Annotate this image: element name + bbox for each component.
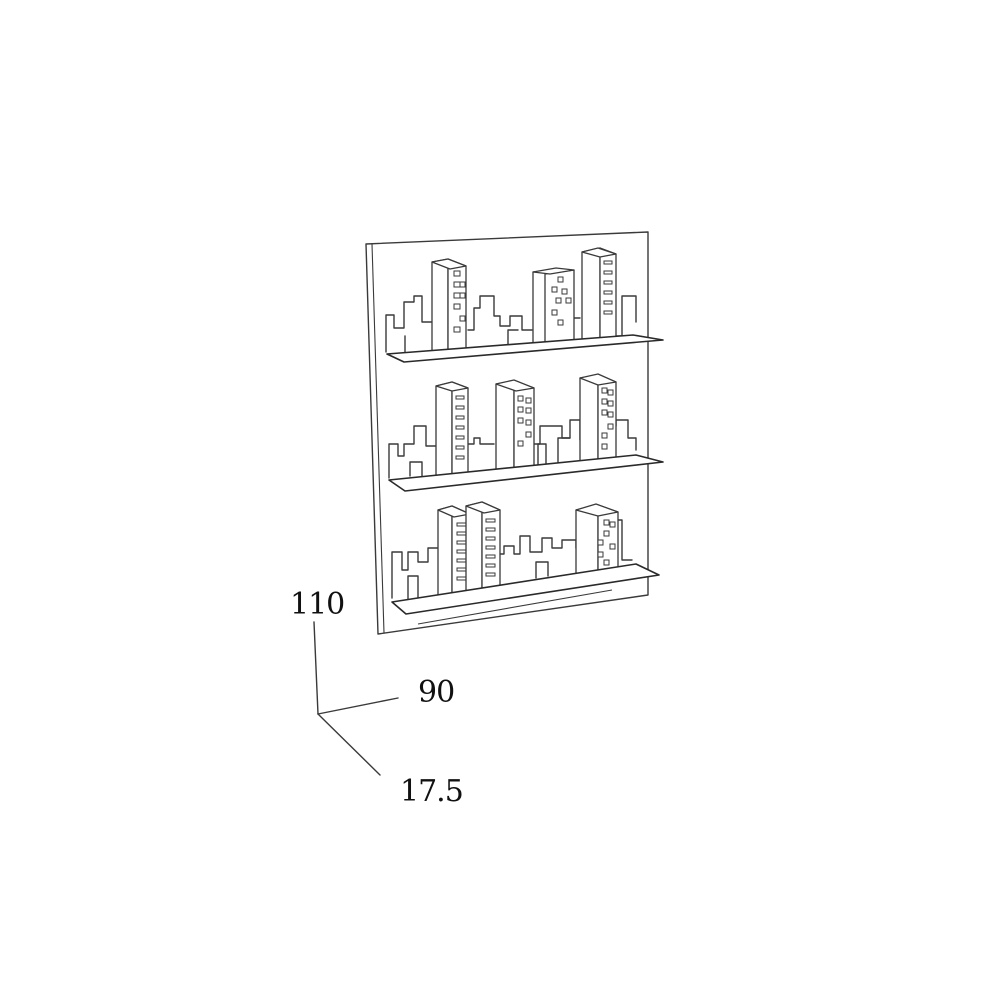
shelf-1 [386, 334, 664, 363]
dimension-lines [313, 621, 399, 776]
width-dimension-line [317, 697, 399, 715]
back-panel [365, 231, 649, 635]
shelf-1-building-b [532, 267, 575, 349]
shelf-2-building-a [435, 381, 469, 482]
height-dimension-line [313, 621, 319, 715]
width-label: 90 [418, 675, 454, 710]
shelf-2-building-c [579, 373, 617, 467]
shelf-1-building-c [581, 247, 617, 345]
height-label: 110 [290, 587, 344, 622]
shelf-1-building-a [431, 258, 467, 358]
depth-label: 17.5 [400, 774, 463, 809]
depth-dimension-line [317, 713, 381, 776]
shelf-3-building-c [575, 503, 619, 583]
shelf-2 [388, 454, 664, 492]
shelf-3 [391, 563, 660, 615]
shelf-3-building-b [465, 501, 501, 605]
shelf-2-building-b [495, 379, 535, 477]
